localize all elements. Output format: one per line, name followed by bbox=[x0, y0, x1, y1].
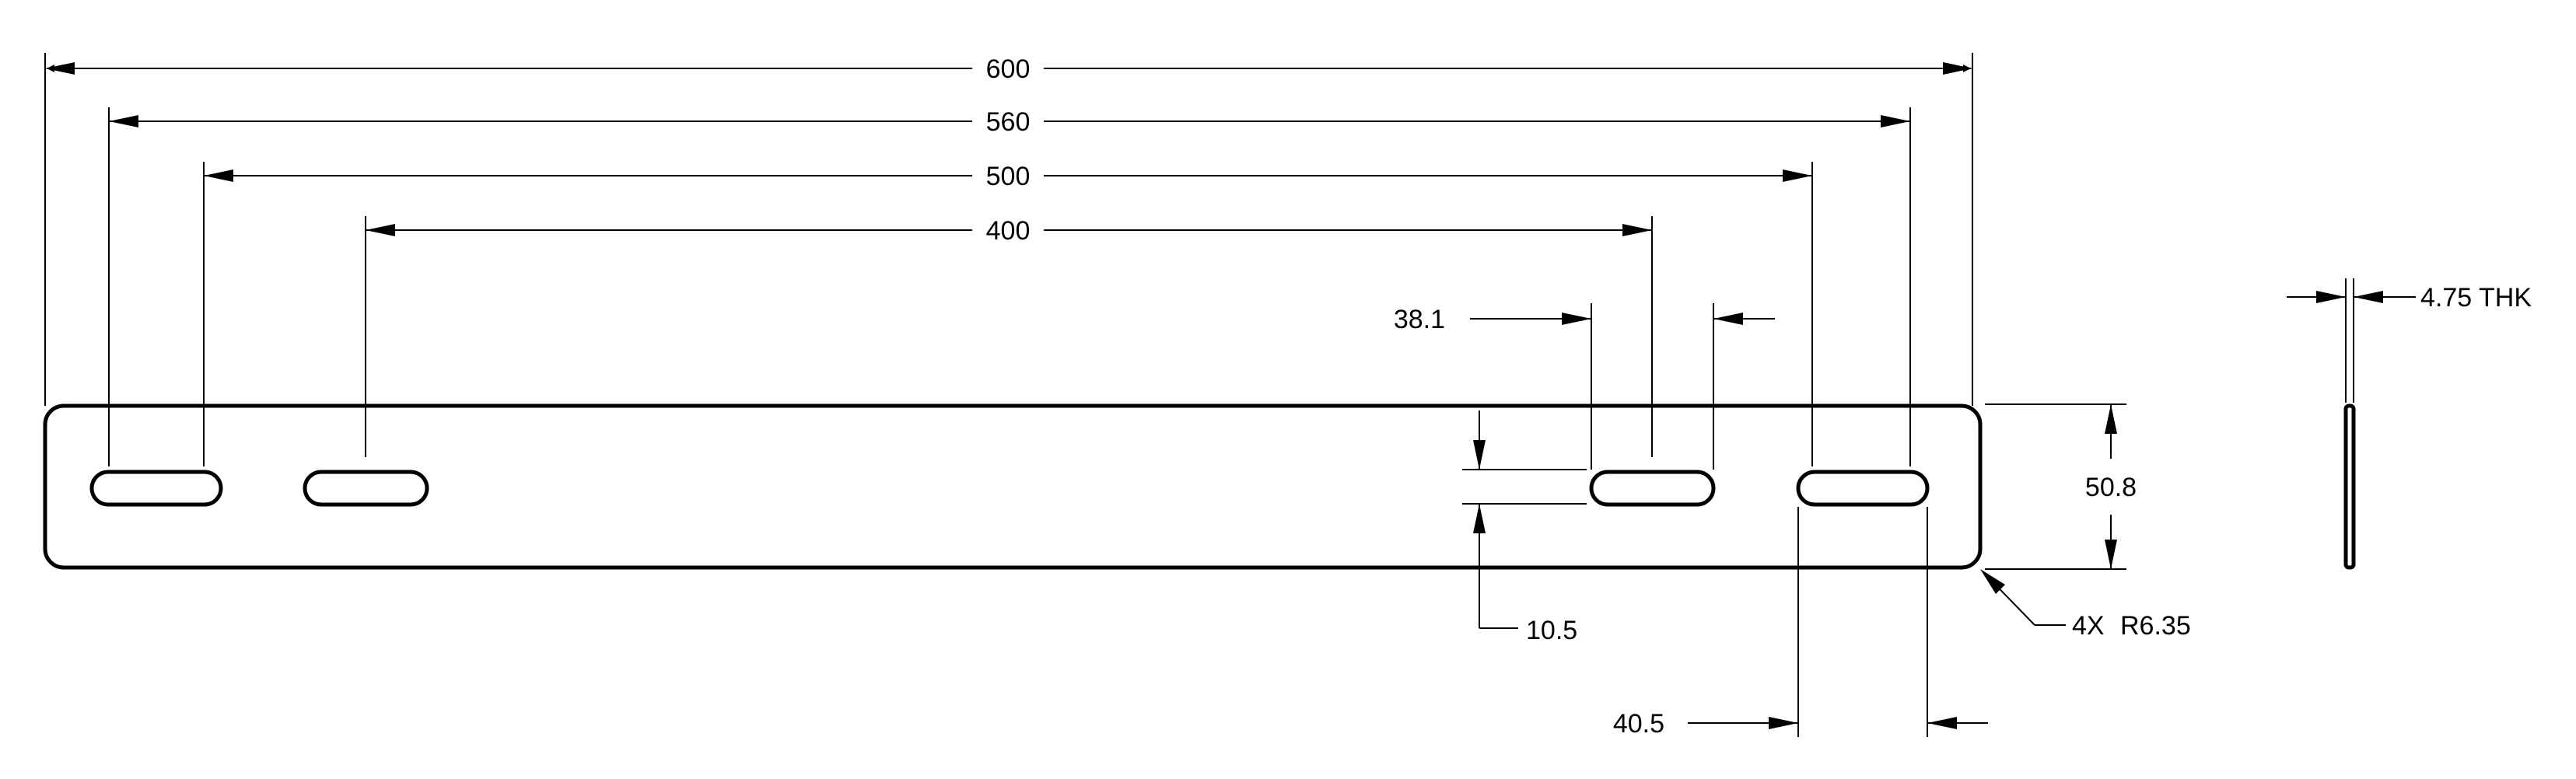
dimension-560: 560 bbox=[109, 107, 1910, 137]
dim-40-5-label: 40.5 bbox=[1613, 709, 1664, 739]
slot-3 bbox=[1589, 470, 1716, 507]
dim-600-label: 600 bbox=[986, 54, 1031, 84]
dim-500-label: 500 bbox=[986, 162, 1031, 191]
dimension-38-1: 38.1 bbox=[1394, 305, 1775, 334]
dimension-10-5: 10.5 bbox=[1473, 410, 1577, 645]
plate-outline bbox=[43, 403, 1983, 570]
slot-4 bbox=[1796, 470, 1930, 507]
dim-10-5-label: 10.5 bbox=[1526, 616, 1577, 645]
dimension-50-8: 50.8 bbox=[2085, 404, 2137, 569]
slot-2 bbox=[303, 470, 429, 507]
dimension-600: 600 bbox=[45, 54, 1972, 84]
dimension-500: 500 bbox=[204, 162, 1812, 191]
dimension-corner-radius: 4X R6.35 bbox=[1980, 569, 2191, 641]
dim-thickness-label: 4.75 THK bbox=[2420, 283, 2532, 313]
dim-50-8-label: 50.8 bbox=[2085, 473, 2137, 502]
slot-1 bbox=[89, 470, 223, 507]
dimension-thickness: 4.75 THK bbox=[2287, 283, 2532, 313]
dim-radius-count-label: 4X bbox=[2072, 611, 2105, 641]
side-view-plate bbox=[2343, 403, 2356, 570]
dim-38-1-label: 38.1 bbox=[1394, 305, 1445, 334]
dim-radius-label: R6.35 bbox=[2120, 611, 2191, 641]
dim-560-label: 560 bbox=[986, 107, 1031, 137]
dim-400-label: 400 bbox=[986, 216, 1031, 246]
dimension-400: 400 bbox=[366, 216, 1652, 246]
side-view-extension-lines bbox=[2345, 278, 2354, 403]
extension-lines bbox=[44, 53, 2126, 737]
dimension-40-5: 40.5 bbox=[1613, 709, 1988, 739]
